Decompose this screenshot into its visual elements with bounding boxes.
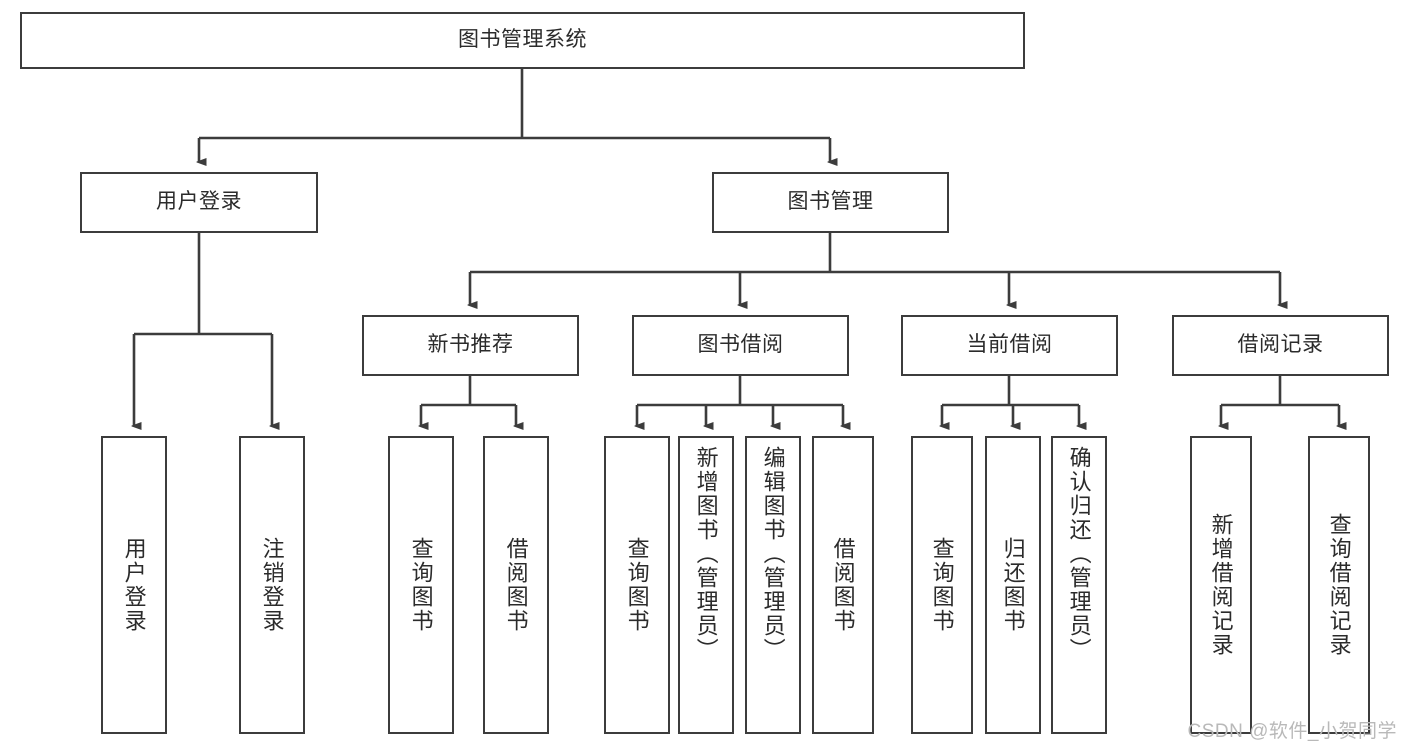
- node-leaf-query-book-bb[interactable]: 查询图书: [604, 436, 670, 734]
- node-leaf-query-borrow-record[interactable]: 查询借阅记录: [1308, 436, 1370, 734]
- node-leaf-add-book-admin[interactable]: 新增图书（管理员）: [678, 436, 734, 734]
- node-leaf-user-login-label: 用户登录: [121, 537, 147, 633]
- node-book-management-label: 图书管理: [787, 190, 874, 214]
- node-user-login-label: 用户登录: [156, 190, 242, 214]
- node-leaf-confirm-return-admin[interactable]: 确认归还（管理员）: [1051, 436, 1107, 734]
- node-leaf-borrow-book-nb[interactable]: 借阅图书: [483, 436, 549, 734]
- node-leaf-confirm-return-admin-label: 确认归还（管理员）: [1066, 446, 1092, 662]
- node-new-book-recommend-label: 新书推荐: [427, 333, 514, 357]
- node-user-login[interactable]: 用户登录: [80, 172, 318, 233]
- node-borrow-record-label: 借阅记录: [1237, 333, 1324, 357]
- node-leaf-query-book-cb-label: 查询图书: [929, 537, 955, 633]
- node-new-book-recommend[interactable]: 新书推荐: [362, 315, 579, 376]
- node-leaf-add-book-admin-label: 新增图书（管理员）: [693, 446, 719, 662]
- node-leaf-return-book-label: 归还图书: [1000, 537, 1026, 633]
- node-leaf-query-borrow-record-label: 查询借阅记录: [1326, 513, 1352, 657]
- node-leaf-return-book[interactable]: 归还图书: [985, 436, 1041, 734]
- node-root[interactable]: 图书管理系统: [20, 12, 1025, 69]
- node-borrow-record[interactable]: 借阅记录: [1172, 315, 1389, 376]
- node-current-borrow[interactable]: 当前借阅: [901, 315, 1118, 376]
- node-leaf-add-borrow-record-label: 新增借阅记录: [1208, 513, 1234, 657]
- node-leaf-query-book-nb-label: 查询图书: [408, 537, 434, 633]
- node-leaf-edit-book-admin[interactable]: 编辑图书（管理员）: [745, 436, 801, 734]
- node-leaf-query-book-cb[interactable]: 查询图书: [911, 436, 973, 734]
- node-leaf-add-borrow-record[interactable]: 新增借阅记录: [1190, 436, 1252, 734]
- node-leaf-query-book-nb[interactable]: 查询图书: [388, 436, 454, 734]
- node-book-management[interactable]: 图书管理: [712, 172, 949, 233]
- node-leaf-borrow-book-bb-label: 借阅图书: [830, 537, 856, 633]
- node-leaf-logout[interactable]: 注销登录: [239, 436, 305, 734]
- node-leaf-logout-label: 注销登录: [259, 537, 285, 633]
- node-leaf-borrow-book-nb-label: 借阅图书: [503, 537, 529, 633]
- node-current-borrow-label: 当前借阅: [966, 333, 1053, 357]
- node-book-borrow-label: 图书借阅: [697, 333, 784, 357]
- node-root-label: 图书管理系统: [458, 28, 587, 52]
- node-leaf-user-login[interactable]: 用户登录: [101, 436, 167, 734]
- node-leaf-borrow-book-bb[interactable]: 借阅图书: [812, 436, 874, 734]
- watermark-text: CSDN @软件_小贺同学: [1187, 721, 1397, 742]
- node-leaf-edit-book-admin-label: 编辑图书（管理员）: [760, 446, 786, 662]
- node-book-borrow[interactable]: 图书借阅: [632, 315, 849, 376]
- node-leaf-query-book-bb-label: 查询图书: [624, 537, 650, 633]
